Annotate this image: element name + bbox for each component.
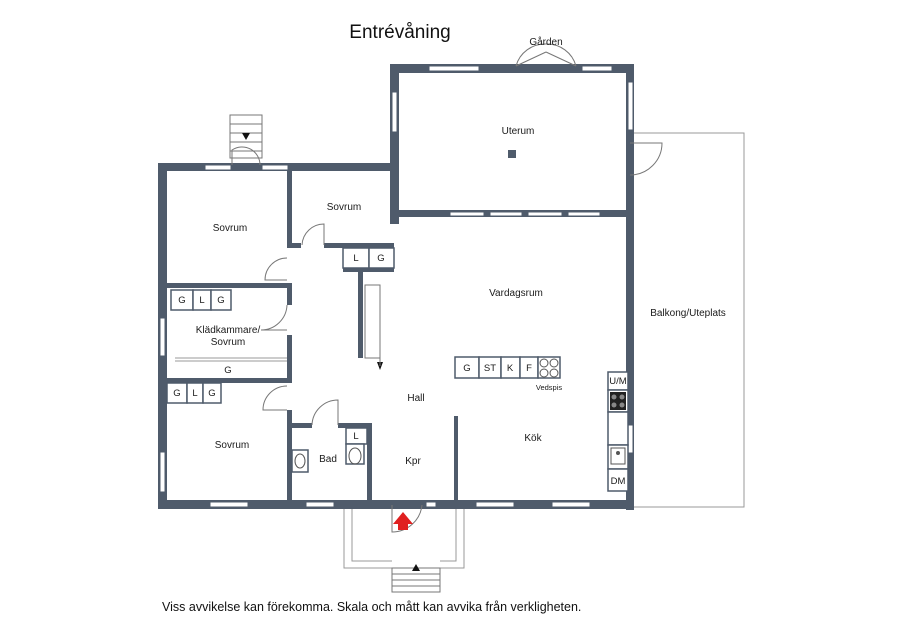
back-stairs bbox=[229, 114, 263, 159]
balcony-outline bbox=[634, 132, 745, 508]
wardrobe-label: G bbox=[224, 365, 231, 376]
room-label-sovrum-bottom: Sovrum bbox=[215, 440, 249, 451]
uterum-post bbox=[508, 150, 516, 158]
counter-label: K bbox=[507, 363, 514, 374]
closet-lines bbox=[175, 357, 287, 362]
wardrobes bbox=[166, 247, 629, 492]
room-label-uterum: Uterum bbox=[502, 126, 535, 137]
stove-icon bbox=[610, 392, 626, 410]
sink-icon bbox=[610, 447, 626, 465]
toilet-icon bbox=[348, 447, 362, 465]
room-label-garden: Gården bbox=[529, 36, 562, 48]
room-label-kpr: Kpr bbox=[405, 456, 421, 467]
room-label-vardagsrum: Vardagsrum bbox=[489, 288, 543, 299]
wardrobe-label: G bbox=[178, 295, 185, 306]
vedspis-burners bbox=[539, 358, 559, 378]
wardrobe-label: G bbox=[208, 388, 215, 399]
room-label-sovrum-top-mid: Sovrum bbox=[327, 202, 361, 213]
entrance-arrow bbox=[393, 512, 413, 530]
room-label-kok: Kök bbox=[524, 433, 542, 444]
counter-label: G bbox=[463, 363, 470, 374]
washbasin-icon bbox=[294, 453, 306, 469]
disclaimer-note: Viss avvikelse kan förekomma. Skala och … bbox=[162, 600, 582, 614]
counter-label: F bbox=[526, 363, 532, 374]
wardrobe-label: L bbox=[192, 388, 197, 399]
room-label-hall: Hall bbox=[407, 393, 424, 404]
wardrobe-label: G bbox=[217, 295, 224, 306]
room-label-balkong: Balkong/Uteplats bbox=[650, 308, 726, 319]
plan-title: Entrévåning bbox=[349, 22, 451, 43]
windows bbox=[159, 65, 634, 508]
wardrobe-label: G bbox=[377, 253, 384, 264]
room-label-bad: Bad bbox=[319, 454, 337, 465]
wardrobe-label: L bbox=[199, 295, 204, 306]
wardrobe-label: L bbox=[353, 253, 358, 264]
entrance-porch bbox=[343, 507, 465, 569]
room-label-kladkammare-line2: Sovrum bbox=[211, 337, 245, 348]
vedspis-label: Vedspis bbox=[536, 383, 563, 392]
doors bbox=[231, 43, 663, 533]
dm-label: DM bbox=[611, 476, 626, 487]
counter-label: ST bbox=[484, 363, 496, 374]
wardrobe-label: G bbox=[173, 388, 180, 399]
bad-cabinet-label: L bbox=[353, 431, 358, 442]
um-label: U/M bbox=[609, 376, 627, 387]
entrance-stairs bbox=[391, 564, 441, 593]
room-label-kladkammare-line1: Klädkammare/ bbox=[196, 325, 261, 336]
room-label-sovrum-top-left: Sovrum bbox=[213, 223, 247, 234]
